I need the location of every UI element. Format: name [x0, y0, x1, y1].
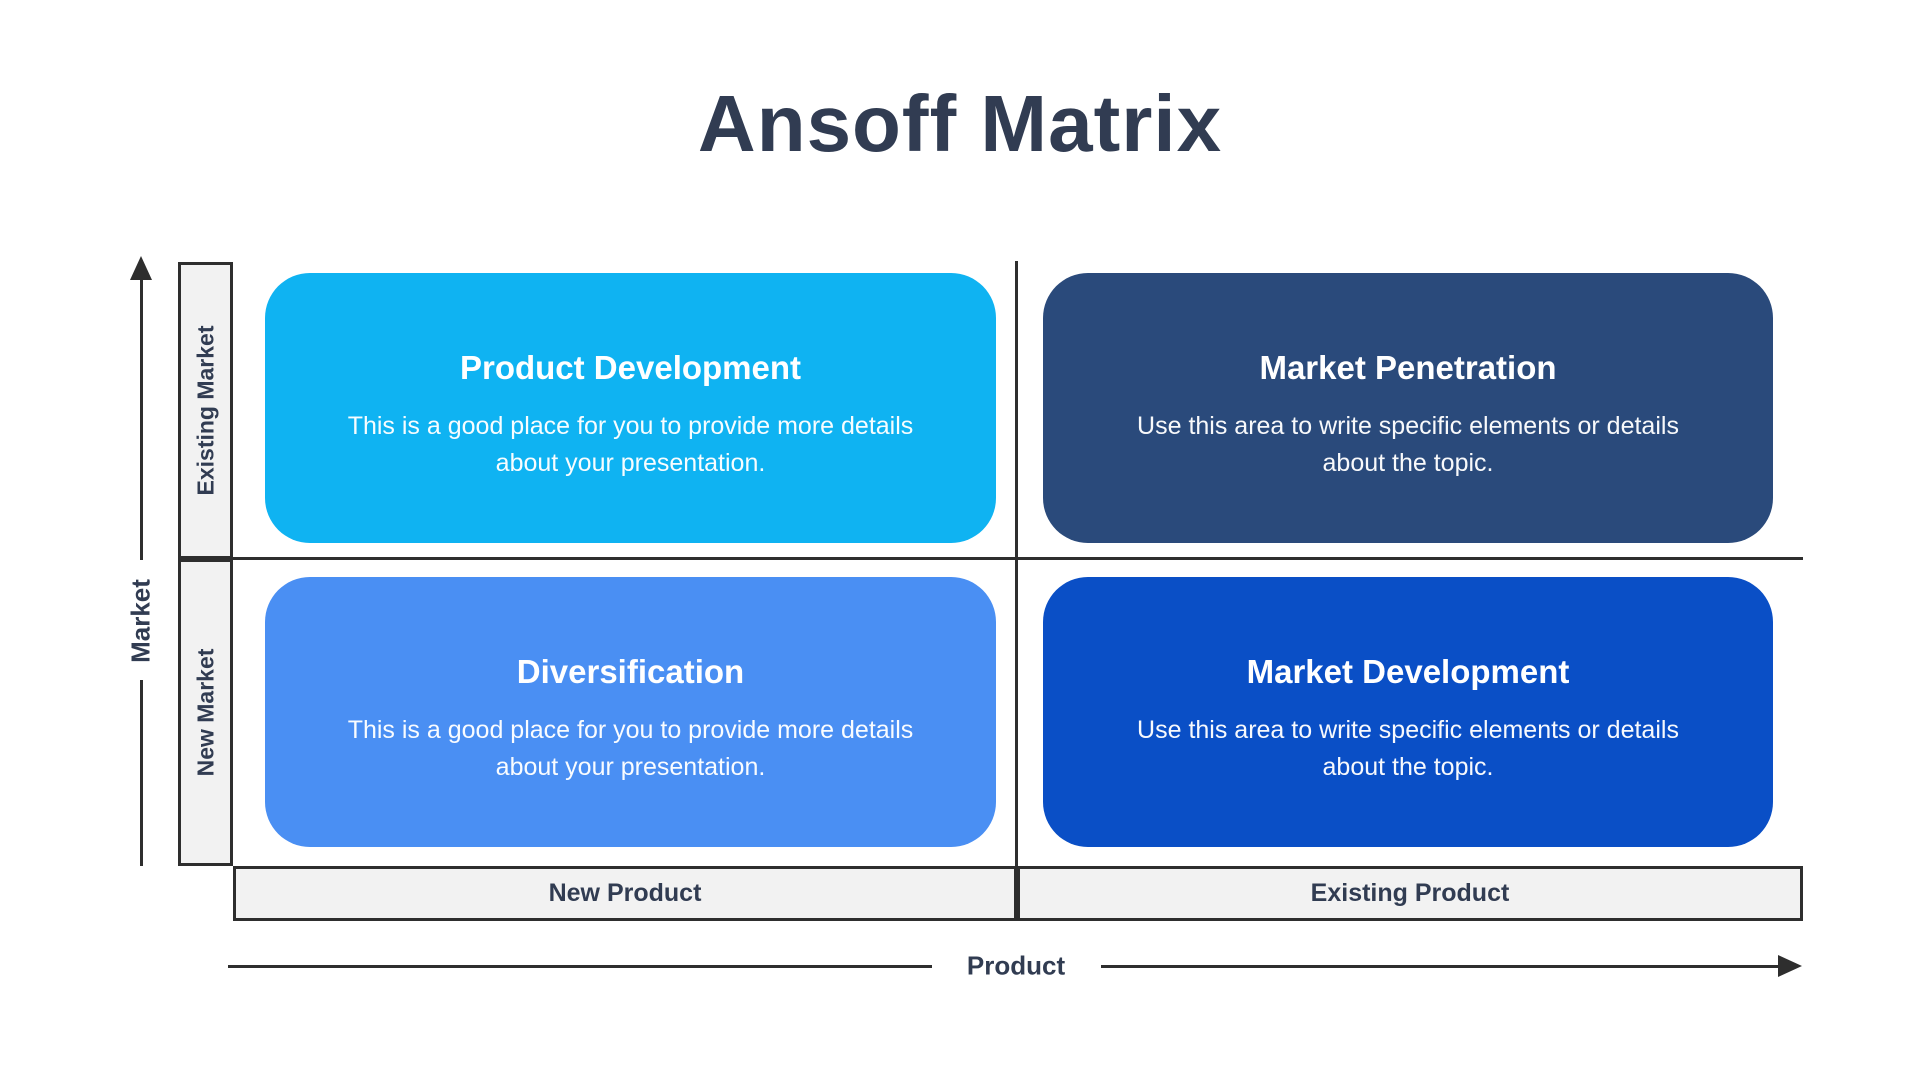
quadrant-body: This is a good place for you to provide …: [347, 716, 914, 781]
x-axis-category-existing-product-label: Existing Product: [1310, 879, 1510, 907]
quadrant-body: Use this area to write specific elements…: [1137, 412, 1679, 477]
y-axis-label: Market: [125, 579, 156, 663]
y-axis-category-new-market-label: New Market: [192, 648, 219, 777]
x-axis-line-left: [228, 965, 932, 968]
quadrant-title: Product Development: [459, 349, 802, 386]
x-axis-category-existing-product: Existing Product: [1017, 866, 1803, 921]
quadrant-title: Market Development: [1246, 653, 1570, 690]
x-axis-line-right: [1101, 965, 1778, 968]
x-axis-category-new-product: New Product: [233, 866, 1017, 921]
quadrant-market-development: Market Development Use this area to writ…: [1043, 577, 1773, 847]
y-axis-line-lower: [140, 680, 143, 866]
quadrant-title: Diversification: [516, 653, 745, 690]
quadrant-title: Market Penetration: [1259, 349, 1557, 386]
quadrant-product-development: Product Development This is a good place…: [265, 273, 996, 543]
x-axis-category-new-product-label: New Product: [548, 879, 702, 907]
right-arrow-icon: [1778, 955, 1802, 977]
quadrant-diversification: Diversification This is a good place for…: [265, 577, 996, 847]
quadrant-body: Use this area to write specific elements…: [1137, 716, 1679, 781]
matrix-horizontal-divider: [178, 557, 1803, 560]
matrix-vertical-divider: [1015, 261, 1018, 921]
page-title: Ansoff Matrix: [697, 79, 1223, 168]
y-axis-category-existing-market-label: Existing Market: [192, 325, 218, 496]
quadrant-market-penetration: Market Penetration Use this area to writ…: [1043, 273, 1773, 543]
up-arrow-icon: [130, 256, 152, 280]
y-axis-category-new-market: New Market: [178, 559, 233, 866]
y-axis-category-existing-market: Existing Market: [178, 262, 233, 559]
y-axis-line-upper: [140, 278, 143, 560]
quadrant-body: This is a good place for you to provide …: [347, 412, 914, 477]
x-axis-label: Product: [966, 950, 1066, 981]
